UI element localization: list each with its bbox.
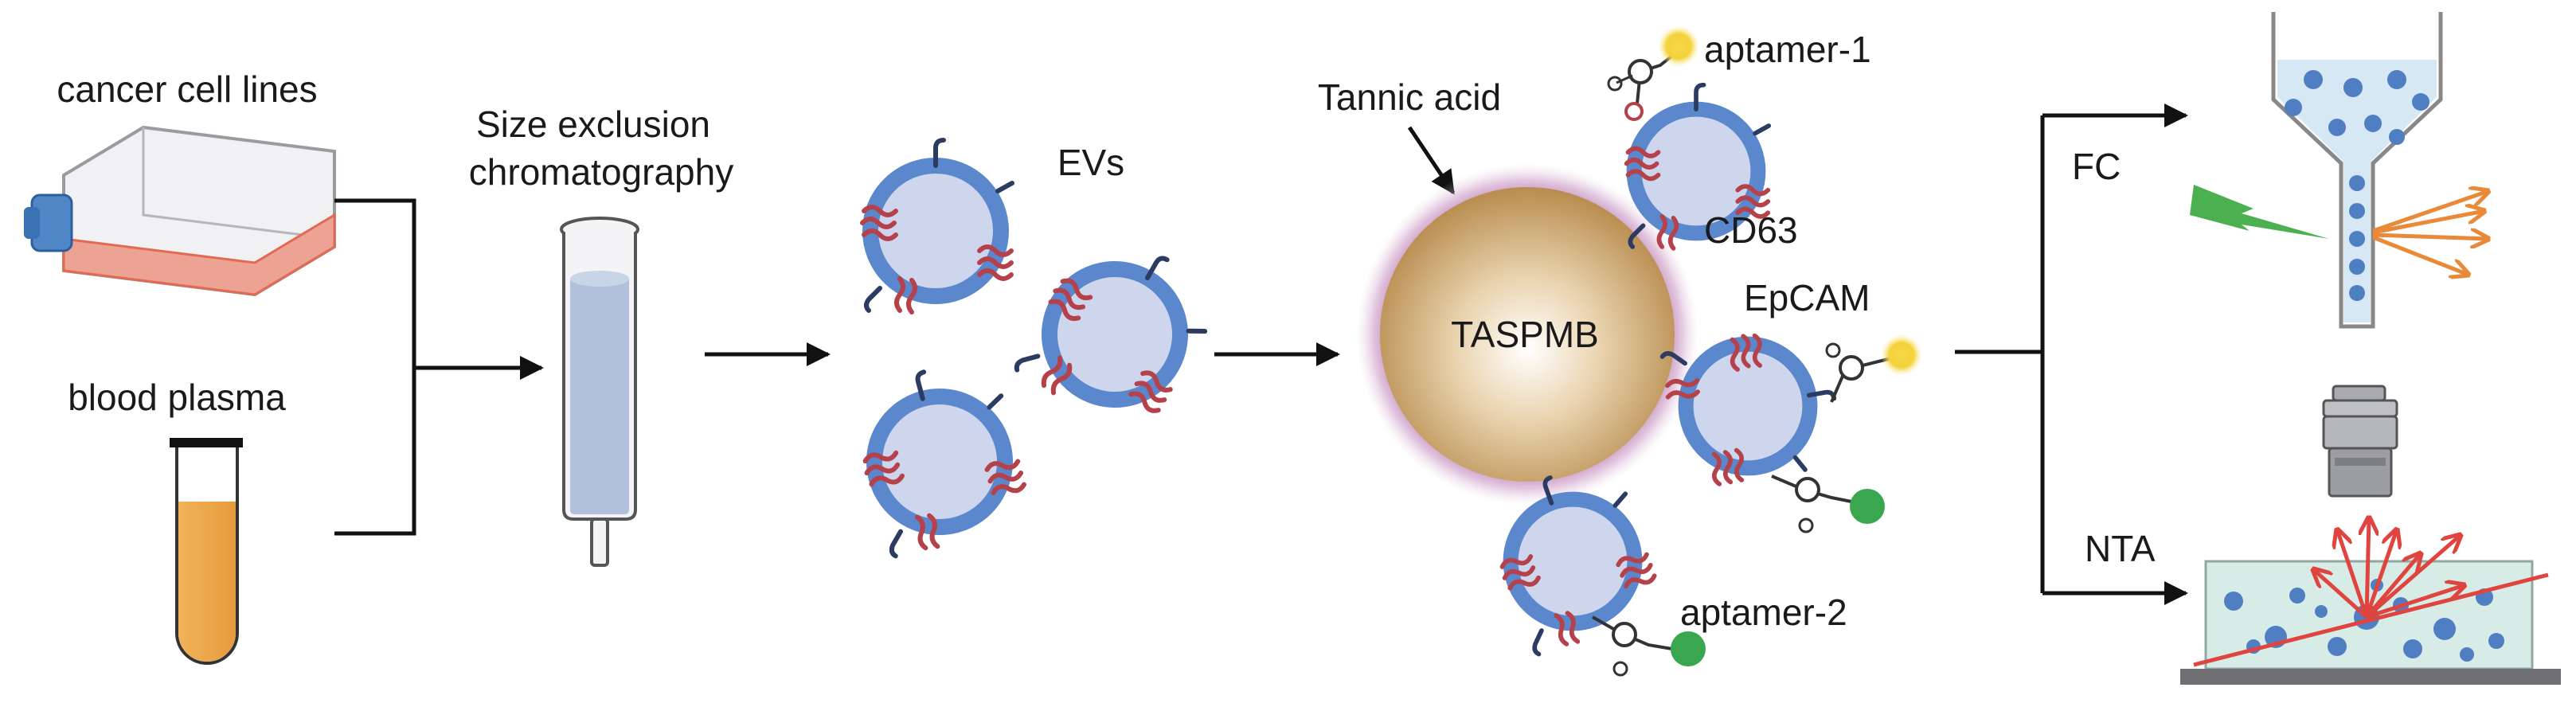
epcam-label: EpCAM [1744,277,1870,318]
fc-scatter-arrows [2372,191,2488,275]
fc-label: FC [2072,146,2121,187]
aptamer2-icon [1592,615,1706,677]
nta-scatter-arrows [2193,518,2549,667]
aptamer1-icon [1607,25,1699,121]
split-bracket [1955,104,2188,605]
aptamer2-label: aptamer-2 [1680,592,1847,633]
blood-plasma-label: blood plasma [68,377,286,418]
nanoparticle-icon [1356,163,1698,506]
flow-cell-icon [2271,12,2443,329]
sample-chamber-icon [2180,560,2561,685]
nta-label: NTA [2085,528,2156,569]
tannic-acid-pointer [1407,126,1456,195]
sec-label-line2: chromatography [469,151,733,193]
cd63-label: CD63 [1704,209,1798,251]
sec-column-icon [560,217,639,567]
taspmb-label: TASPMB [1451,314,1599,355]
evs-label: EVs [1057,142,1124,183]
merge-bracket [334,198,544,536]
aptamer2-bound-icon [1771,475,1885,533]
aptamer1-bound-icon [1825,334,1922,403]
cancer-cell-lines-label: cancer cell lines [57,68,317,110]
blood-tube-icon [170,438,243,665]
sec-label-line1: Size exclusion [476,104,710,145]
tannic-acid-label: Tannic acid [1318,76,1501,118]
laser-icon [2190,185,2329,239]
aptamer1-label: aptamer-1 [1704,29,1871,70]
microscope-objective-icon [2322,385,2398,498]
extracellular-vesicle-icon [862,140,1012,312]
extracellular-vesicle-icon [1010,219,1226,443]
extracellular-vesicle-icon [846,354,1034,559]
culture-flask-icon [24,125,336,297]
